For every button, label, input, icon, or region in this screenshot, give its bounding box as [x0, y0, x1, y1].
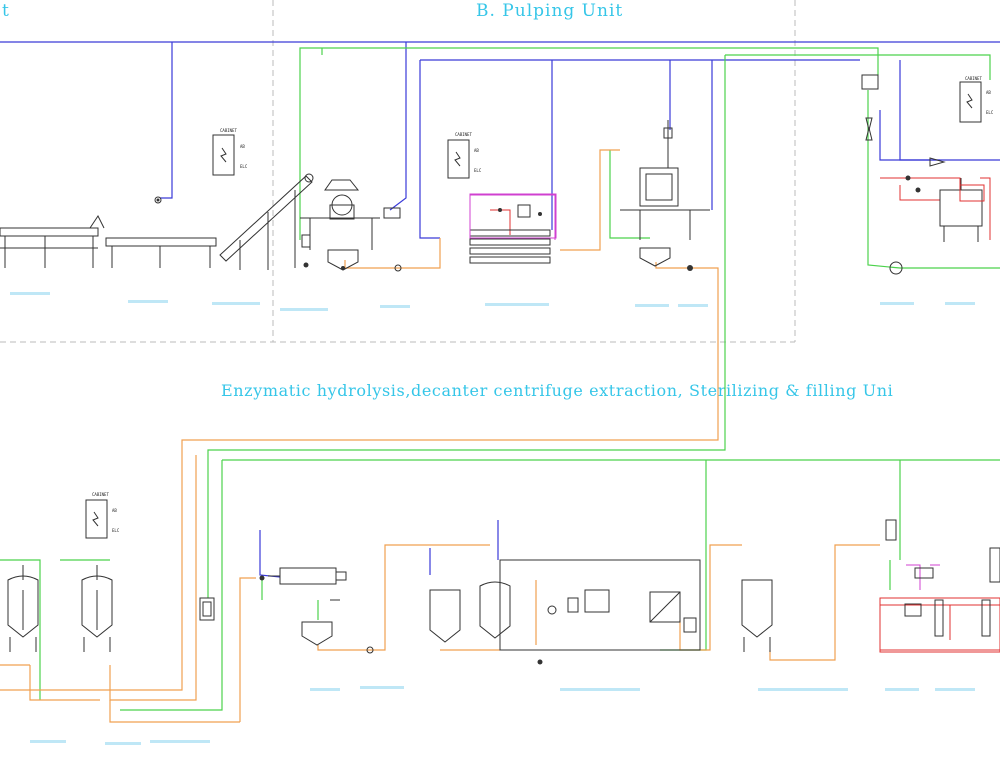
- water-lines: [0, 47, 1000, 711]
- cabinet-a-elc-label: ELC: [240, 164, 248, 169]
- svg-text:CABINET: CABINET: [965, 76, 982, 81]
- svg-text:CABINET: CABINET: [220, 128, 237, 133]
- steam-lines: [0, 41, 1000, 579]
- cip-pump-top: [889, 261, 903, 275]
- juice-storage-tank: [741, 579, 773, 652]
- unit-b-title: B. Pulping Unit: [476, 1, 623, 21]
- brush-washing-machine: [105, 237, 217, 268]
- filter-unit: [199, 597, 215, 621]
- enzyme-tank-1: [7, 565, 39, 652]
- buffer-tank-2: [639, 247, 693, 271]
- electric-cabinet-b: CABINET AB ELC: [447, 132, 482, 179]
- caption-marks: [10, 292, 975, 745]
- decanter-centrifuge: [259, 567, 347, 585]
- screw-pump-b1: [394, 264, 402, 272]
- svg-text:CABINET: CABINET: [92, 492, 109, 497]
- unit-c-title: Enzymatic hydrolysis,decanter centrifuge…: [221, 381, 893, 400]
- buffer-tank-3: [301, 599, 340, 646]
- electric-cabinet-a: CABINET AB ELC: [212, 128, 248, 176]
- cabinet-d-elc-label: ELC: [112, 528, 120, 533]
- centrifugal-pump: [366, 646, 374, 654]
- product-lines: [0, 149, 880, 723]
- elevator-conveyor: [219, 173, 314, 270]
- crusher-unit: [300, 179, 401, 268]
- cabinet-c-elc-label: ELC: [986, 110, 994, 115]
- tube-in-tube-heater: [469, 193, 557, 264]
- electric-cabinet-d: CABINET AB ELC: [85, 492, 120, 539]
- enzyme-tank: [939, 178, 985, 242]
- cabinet-b-ab-label: AB: [474, 148, 479, 153]
- sterilizer-filler: [879, 519, 1000, 653]
- section-dividers: [0, 0, 796, 343]
- steam-trap-unit-a: [154, 196, 162, 204]
- vacuum-filtration-system: [429, 559, 701, 665]
- cabinet-d-ab-label: AB: [112, 508, 117, 513]
- svg-text:CABINET: CABINET: [455, 132, 472, 137]
- valve-cluster-top-right: [861, 74, 946, 193]
- enzyme-tank-2: [81, 565, 113, 652]
- heating-lines: [490, 177, 1000, 651]
- unit-a-title-fragment: t: [2, 1, 9, 21]
- cabinet-a-ab-label: AB: [240, 144, 245, 149]
- pulping-machine: [620, 120, 710, 240]
- bubble-washing-machine: [0, 215, 105, 268]
- cabinet-b-elc-label: ELC: [474, 168, 482, 173]
- electric-cabinet-c: CABINET AB ELC: [959, 76, 994, 123]
- cabinet-c-ab-label: AB: [986, 90, 991, 95]
- buffer-tank-1: [327, 249, 359, 271]
